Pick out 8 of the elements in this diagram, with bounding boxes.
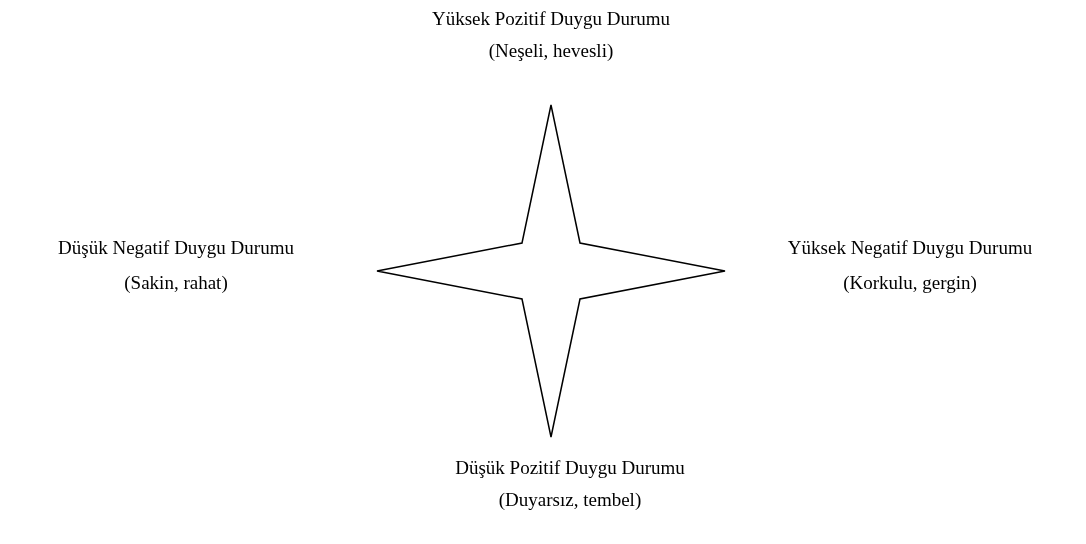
state-heading: Düşük Pozitif Duygu Durumu bbox=[455, 457, 685, 479]
state-examples: (Duyarsız, tembel) bbox=[498, 489, 642, 511]
state-examples: (Sakin, rahat) bbox=[124, 272, 228, 294]
state-examples: (Korkulu, gergin) bbox=[843, 272, 977, 294]
state-heading: Yüksek Pozitif Duygu Durumu bbox=[432, 8, 670, 30]
state-examples: (Neşeli, hevesli) bbox=[488, 40, 614, 62]
state-heading: Yüksek Negatif Duygu Durumu bbox=[787, 237, 1033, 259]
state-heading: Düşük Negatif Duygu Durumu bbox=[58, 237, 294, 259]
